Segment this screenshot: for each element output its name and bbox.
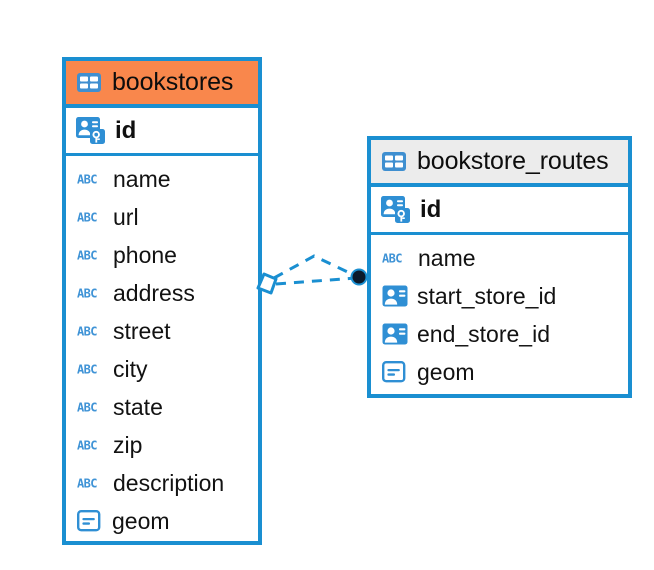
field-row[interactable]: ABC name xyxy=(66,160,258,198)
entity-header-bookstore-routes[interactable]: bookstore_routes xyxy=(371,140,628,187)
field-row[interactable]: ABC address xyxy=(66,274,258,312)
field-label: street xyxy=(113,317,171,344)
field-row[interactable]: ABC zip xyxy=(66,426,258,464)
svg-text:ABC: ABC xyxy=(77,439,97,453)
text-type-icon: ABC xyxy=(77,286,104,301)
primary-key-icon xyxy=(381,195,411,224)
field-label: city xyxy=(113,355,148,382)
primary-key-row[interactable]: id xyxy=(371,187,628,235)
table-icon xyxy=(76,72,102,93)
filled-circle-marker xyxy=(350,268,368,286)
field-label: geom xyxy=(417,358,475,385)
field-row[interactable]: end_store_id xyxy=(371,315,628,353)
field-row[interactable]: ABC state xyxy=(66,388,258,426)
entity-title: bookstore_routes xyxy=(417,147,609,175)
text-type-icon: ABC xyxy=(77,324,104,339)
field-label: phone xyxy=(113,241,177,268)
svg-text:ABC: ABC xyxy=(77,249,97,263)
svg-text:ABC: ABC xyxy=(77,211,97,225)
svg-text:ABC: ABC xyxy=(77,401,97,415)
entity-bookstore-routes[interactable]: bookstore_routes id xyxy=(367,136,632,398)
svg-text:ABC: ABC xyxy=(382,252,402,266)
field-row[interactable]: ABC url xyxy=(66,198,258,236)
field-label: description xyxy=(113,469,225,496)
svg-text:ABC: ABC xyxy=(77,477,97,491)
field-row[interactable]: ABC description xyxy=(66,464,258,502)
foreign-key-icon xyxy=(382,284,408,308)
foreign-key-icon xyxy=(382,322,408,346)
entity-bookstores[interactable]: bookstores id xyxy=(62,57,262,545)
entity-title: bookstores xyxy=(112,68,234,96)
svg-text:ABC: ABC xyxy=(77,325,97,339)
primary-key-icon xyxy=(76,116,106,145)
text-type-icon: ABC xyxy=(77,248,104,263)
entity-header-bookstores[interactable]: bookstores xyxy=(66,61,258,108)
field-row[interactable]: geom xyxy=(66,502,258,540)
text-type-icon: ABC xyxy=(77,172,104,187)
svg-text:ABC: ABC xyxy=(77,173,97,187)
text-type-icon: ABC xyxy=(77,400,104,415)
field-list-bookstores: ABC name ABC url ABC p xyxy=(66,156,258,540)
field-label: address xyxy=(113,279,195,306)
field-label: url xyxy=(113,203,139,230)
text-type-icon: ABC xyxy=(382,251,409,266)
field-row[interactable]: ABC city xyxy=(66,350,258,388)
field-row[interactable]: geom xyxy=(371,353,628,391)
text-type-icon: ABC xyxy=(77,476,104,491)
field-label: name xyxy=(113,165,171,192)
relationship-connector[interactable] xyxy=(252,248,372,310)
field-row[interactable]: ABC name xyxy=(371,239,628,277)
field-row[interactable]: ABC street xyxy=(66,312,258,350)
svg-text:ABC: ABC xyxy=(77,287,97,301)
geometry-type-icon xyxy=(77,510,103,532)
field-label: state xyxy=(113,393,163,420)
field-label: name xyxy=(418,244,476,271)
primary-key-label: id xyxy=(115,116,137,144)
text-type-icon: ABC xyxy=(77,362,104,377)
field-list-bookstore-routes: ABC name start_store_id xyxy=(371,235,628,391)
field-label: end_store_id xyxy=(417,320,550,347)
field-row[interactable]: ABC phone xyxy=(66,236,258,274)
primary-key-row[interactable]: id xyxy=(66,108,258,156)
primary-key-label: id xyxy=(420,195,442,223)
relationship-line-arc xyxy=(273,254,357,280)
field-label: zip xyxy=(113,431,143,458)
field-label: geom xyxy=(112,507,170,534)
text-type-icon: ABC xyxy=(77,210,104,225)
geometry-type-icon xyxy=(382,361,408,383)
table-icon xyxy=(381,151,407,172)
field-label: start_store_id xyxy=(417,282,557,309)
field-row[interactable]: start_store_id xyxy=(371,277,628,315)
text-type-icon: ABC xyxy=(77,438,104,453)
relationship-line-straight xyxy=(275,276,357,286)
svg-text:ABC: ABC xyxy=(77,363,97,377)
